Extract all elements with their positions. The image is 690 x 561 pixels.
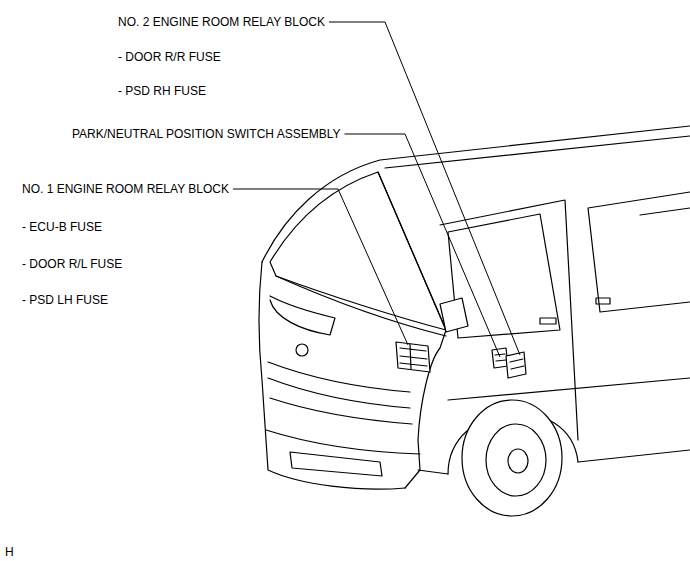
hub bbox=[508, 449, 528, 473]
emblem bbox=[296, 344, 308, 356]
grille bbox=[268, 362, 410, 392]
relay-block-1 bbox=[396, 342, 430, 372]
part-label: PARK/NEUTRAL POSITION SWITCH ASSEMBLY bbox=[72, 127, 341, 141]
roof-line bbox=[385, 136, 690, 168]
part-label: - PSD RH FUSE bbox=[118, 84, 206, 98]
part-label: NO. 2 ENGINE ROOM RELAY BLOCK bbox=[118, 15, 325, 29]
rim bbox=[486, 424, 546, 496]
leader-line bbox=[345, 134, 501, 357]
rocker bbox=[578, 450, 690, 462]
part-label: - ECU-B FUSE bbox=[22, 220, 102, 234]
mirror bbox=[440, 298, 468, 332]
part-label: NO. 1 ENGINE ROOM RELAY BLOCK bbox=[22, 182, 229, 196]
leader-line bbox=[233, 189, 408, 345]
part-label: - DOOR R/L FUSE bbox=[22, 257, 122, 271]
tire bbox=[462, 400, 562, 516]
body-side bbox=[378, 172, 446, 488]
figure-code: H bbox=[5, 545, 14, 559]
headlamp bbox=[270, 296, 335, 335]
leader-line bbox=[329, 22, 520, 355]
relay-block-1 bbox=[400, 344, 427, 369]
slide-handle bbox=[596, 298, 610, 304]
bumper bbox=[290, 452, 382, 476]
relay-block-2 bbox=[506, 352, 526, 378]
fender bbox=[418, 470, 448, 474]
door-handle bbox=[540, 318, 556, 324]
grille bbox=[270, 398, 412, 424]
side-window-rear bbox=[640, 208, 690, 215]
front-face bbox=[259, 262, 405, 489]
bumper bbox=[266, 430, 420, 454]
part-label: - PSD LH FUSE bbox=[22, 293, 108, 307]
part-label: - DOOR R/R FUSE bbox=[118, 50, 221, 64]
windshield bbox=[270, 172, 446, 330]
side-window bbox=[588, 192, 690, 312]
body-line bbox=[448, 378, 690, 400]
